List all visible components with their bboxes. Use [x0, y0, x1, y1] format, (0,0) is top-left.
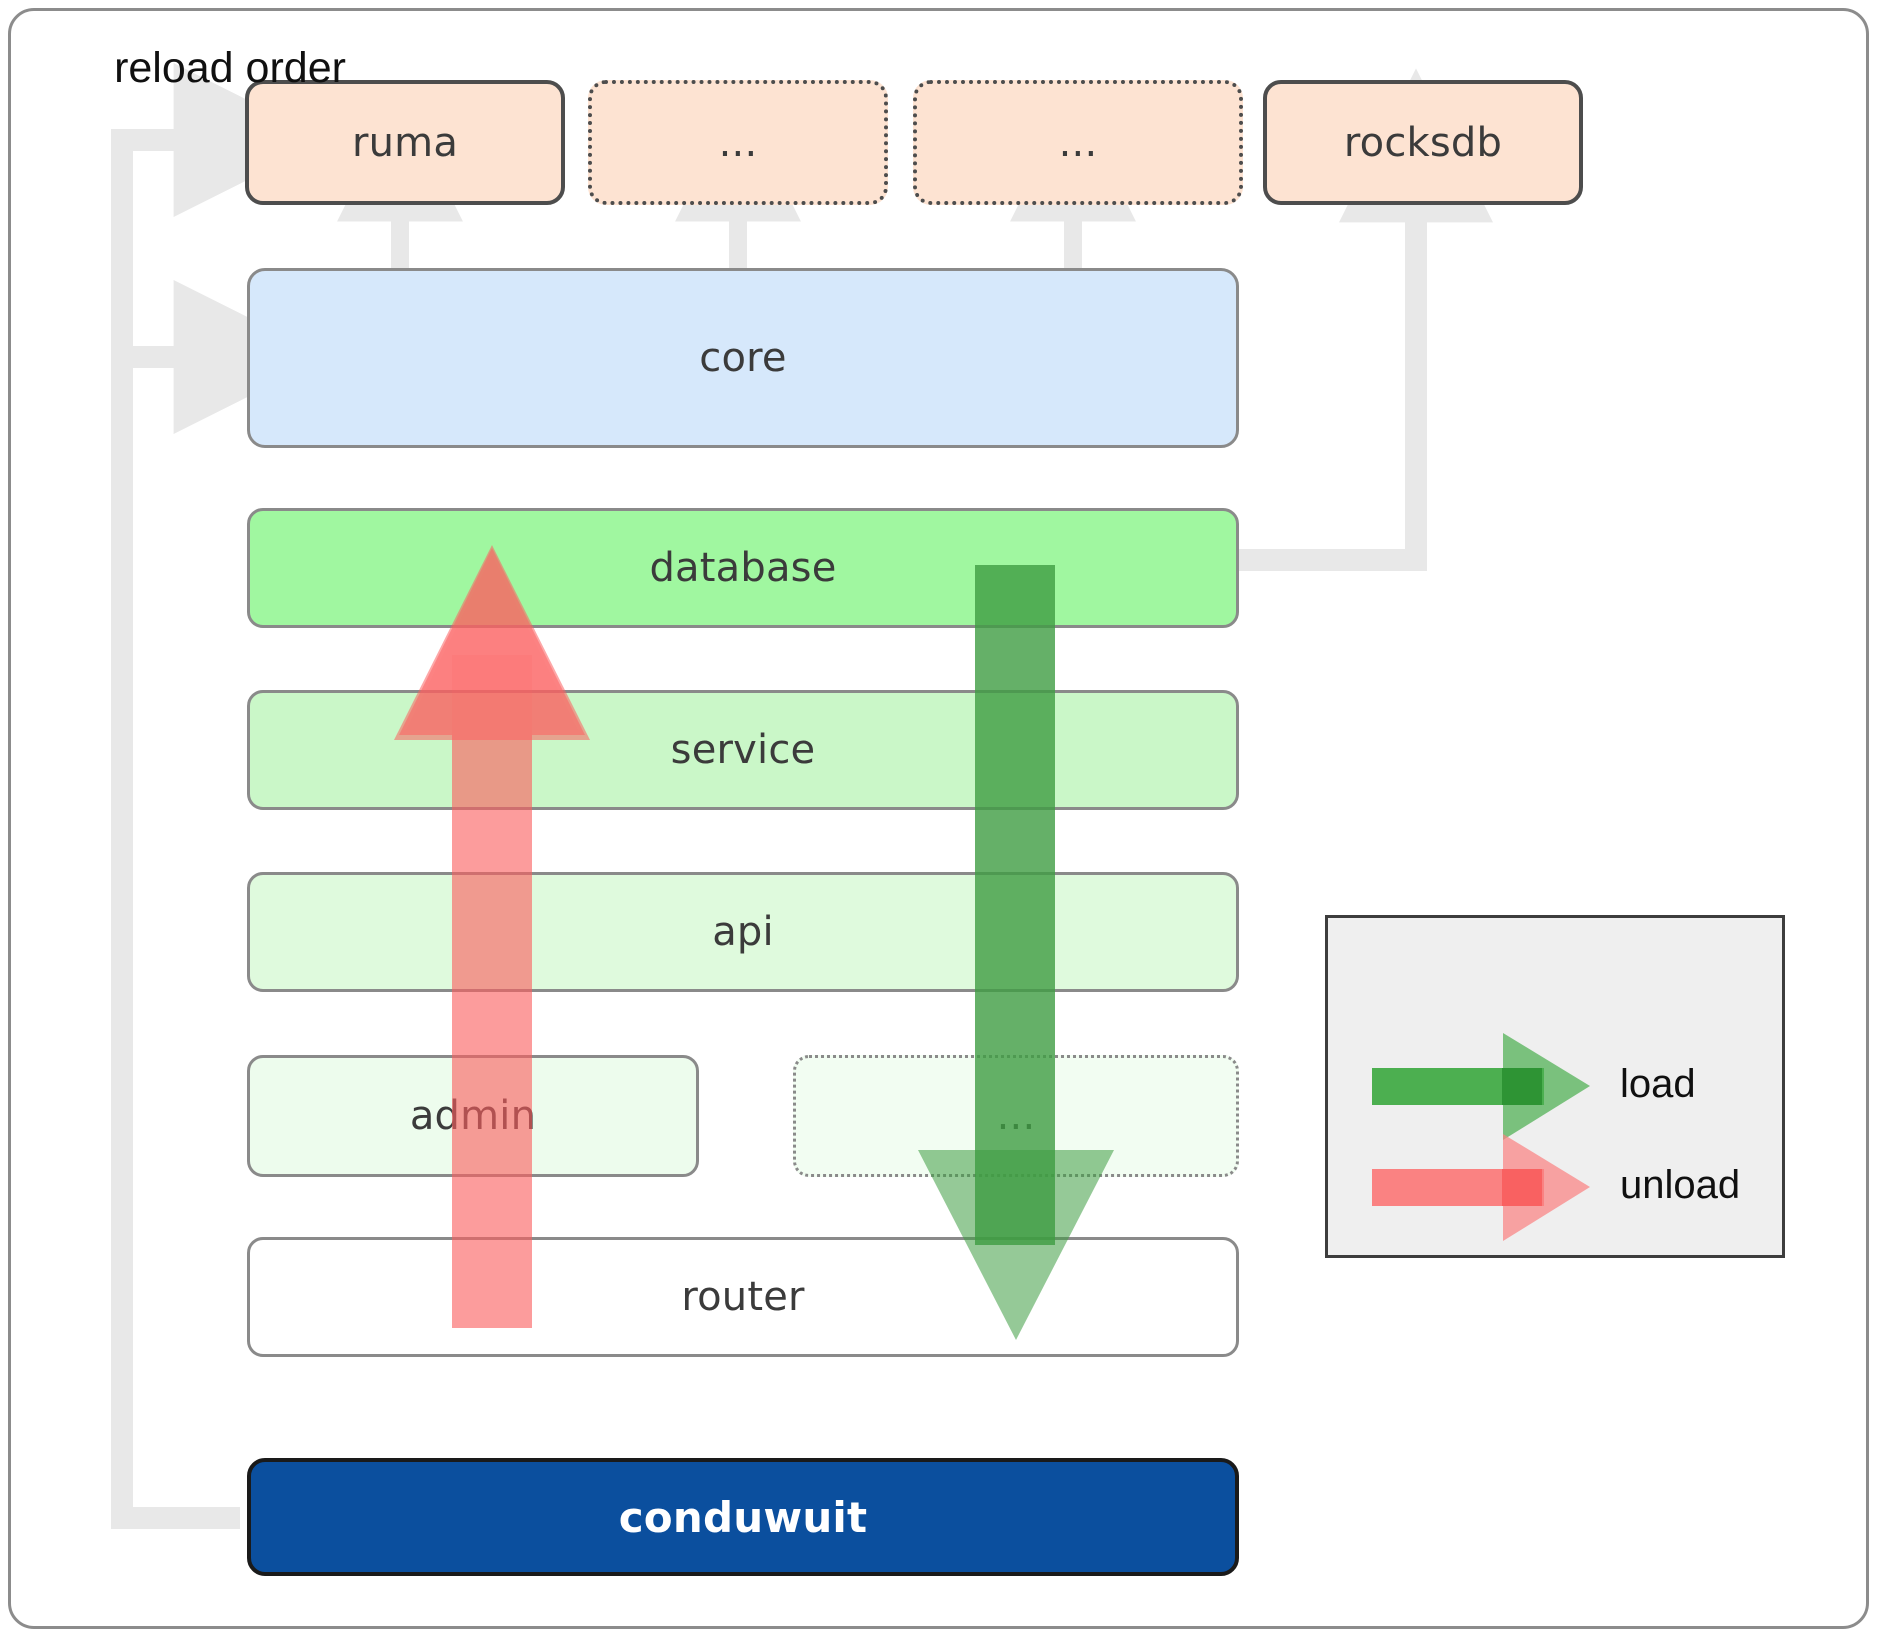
node-api[interactable]: api	[247, 872, 1239, 992]
node-ruma[interactable]: ruma	[245, 80, 565, 205]
node-admin-label: admin	[409, 1093, 537, 1139]
diagram-frame	[8, 8, 1869, 1629]
node-service[interactable]: service	[247, 690, 1239, 810]
node-rocksdb[interactable]: rocksdb	[1263, 80, 1583, 205]
node-row-ellipsis[interactable]: ...	[793, 1055, 1239, 1177]
node-database-label: database	[649, 545, 837, 591]
node-service-label: service	[670, 727, 816, 773]
node-api-label: api	[712, 909, 774, 955]
node-conduwuit[interactable]: conduwuit	[247, 1458, 1239, 1576]
node-dep-ellipsis-1-label: ...	[718, 119, 758, 166]
node-rocksdb-label: rocksdb	[1343, 119, 1503, 166]
node-ruma-label: ruma	[351, 119, 459, 166]
node-router[interactable]: router	[247, 1237, 1239, 1357]
node-conduwuit-label: conduwuit	[618, 1492, 868, 1542]
node-core[interactable]: core	[247, 268, 1239, 448]
node-database[interactable]: database	[247, 508, 1239, 628]
node-dep-ellipsis-2-label: ...	[1058, 119, 1098, 166]
node-row-ellipsis-label: ...	[996, 1093, 1036, 1139]
legend-title: reload order	[114, 44, 346, 92]
node-dep-ellipsis-1[interactable]: ...	[588, 80, 888, 205]
legend-label-load: load	[1620, 1062, 1696, 1106]
legend-label-unload: unload	[1620, 1163, 1741, 1207]
node-router-label: router	[681, 1274, 805, 1320]
node-dep-ellipsis-2[interactable]: ...	[913, 80, 1243, 205]
node-admin[interactable]: admin	[247, 1055, 699, 1177]
node-core-label: core	[699, 335, 787, 381]
